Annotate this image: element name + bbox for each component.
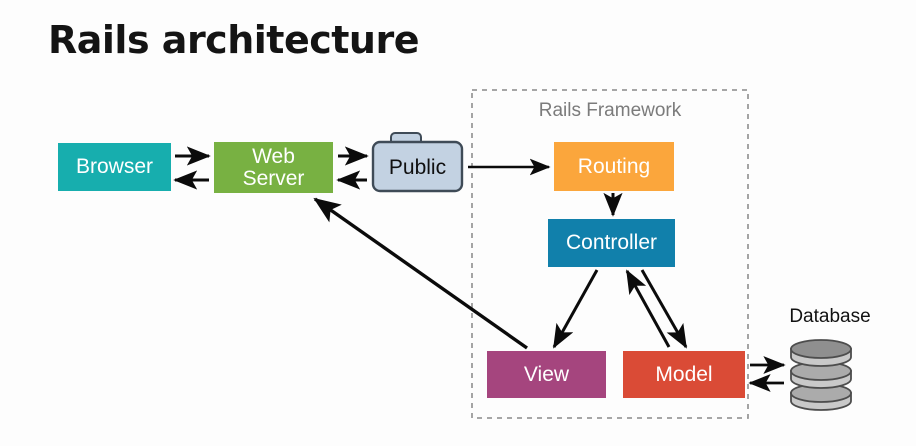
node-browser[interactable]: Browser [58,143,171,191]
node-database-label: Database [789,306,871,327]
node-public-folder[interactable]: Public [371,131,464,193]
node-routing[interactable]: Routing [554,142,674,191]
node-model[interactable]: Model [623,351,745,398]
node-web-server[interactable]: Web Server [214,142,333,193]
node-controller[interactable]: Controller [548,219,675,267]
page-title: Rails architecture [48,18,419,62]
edge-controller-to-view [552,269,599,349]
node-view[interactable]: View [487,351,606,398]
rails-framework-boundary [471,89,749,419]
node-public-label: Public [388,156,447,179]
edge-controller-to-model [640,269,688,349]
database-cylinder-icon[interactable] [787,331,855,413]
edge-model-to-controller [625,269,671,348]
edge-view-to-webserver [313,197,528,350]
rails-framework-label: Rails Framework [538,100,682,121]
folder-icon [371,132,464,193]
